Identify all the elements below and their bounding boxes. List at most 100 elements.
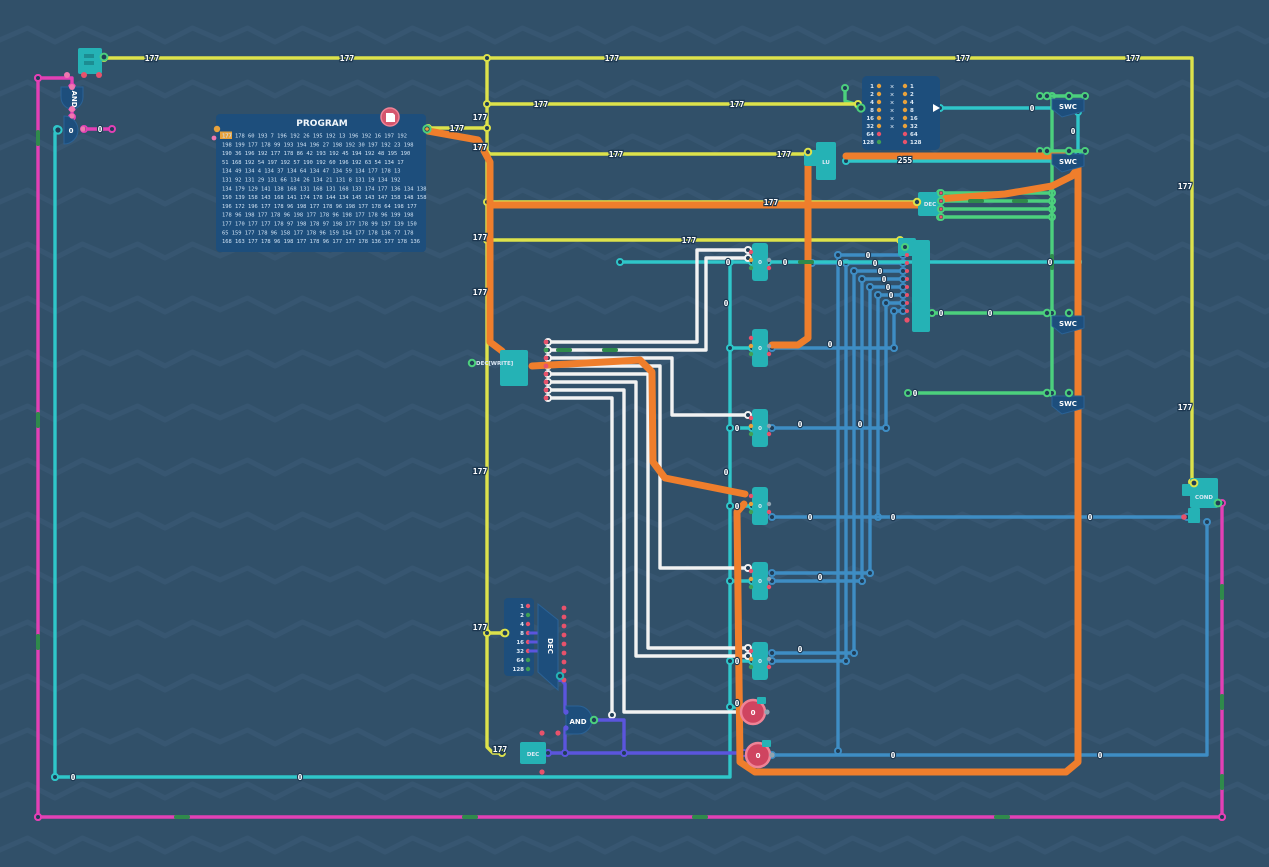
wire-node[interactable] [850, 267, 858, 275]
wire-node[interactable] [555, 671, 565, 681]
register-1[interactable]: 0 [748, 243, 772, 281]
wire-node[interactable] [589, 715, 599, 725]
wire-node[interactable] [1042, 91, 1052, 101]
splitter-body[interactable] [504, 598, 534, 676]
wire-node[interactable] [1189, 478, 1199, 488]
wire-node[interactable] [1042, 308, 1052, 318]
wire-node[interactable] [53, 125, 63, 135]
wire-node[interactable] [1218, 813, 1226, 821]
wire-node[interactable] [1064, 146, 1074, 156]
wire-node[interactable] [34, 813, 42, 821]
register-body[interactable] [752, 243, 768, 281]
wire-node[interactable] [850, 649, 858, 657]
swc-switch-4[interactable]: SWC [1042, 388, 1085, 415]
register-body[interactable] [752, 642, 768, 680]
wire-node[interactable] [803, 147, 813, 157]
wire-orange[interactable] [768, 154, 812, 349]
wire-node[interactable] [483, 124, 491, 132]
wire-node[interactable] [866, 569, 874, 577]
wire-node[interactable] [1036, 92, 1044, 100]
dec-unit-bottom[interactable]: DEC [520, 730, 561, 775]
register-4[interactable]: 0 [748, 487, 772, 525]
wire-node[interactable] [858, 275, 866, 283]
wire-node[interactable] [890, 307, 898, 315]
register-body[interactable] [752, 562, 768, 600]
wire-node[interactable] [1203, 518, 1211, 526]
and-gate-bottom[interactable]: AND [563, 705, 599, 735]
wire-node[interactable] [768, 649, 776, 657]
output-circle-2[interactable]: 0 [744, 740, 775, 769]
wire-node[interactable] [726, 657, 734, 665]
wire-node[interactable] [1042, 388, 1052, 398]
wire-node[interactable] [483, 100, 491, 108]
wire-white[interactable] [546, 356, 750, 417]
wire-white[interactable] [546, 388, 742, 714]
wire-purple[interactable] [592, 718, 626, 755]
register-2[interactable]: 0 [748, 329, 772, 367]
lu-unit[interactable]: LU [803, 142, 836, 180]
wire-node[interactable] [1213, 498, 1223, 508]
wire-white[interactable] [546, 380, 750, 658]
wire-node[interactable] [1064, 91, 1074, 101]
lu-body[interactable] [816, 142, 836, 180]
wire-node[interactable] [834, 251, 842, 259]
wire-node[interactable] [608, 711, 616, 719]
wire-node[interactable] [498, 749, 506, 757]
wire-orange[interactable] [733, 164, 1082, 776]
wire-node[interactable] [904, 389, 912, 397]
dec-body[interactable] [520, 742, 546, 764]
teal-strip-unit[interactable] [898, 238, 930, 332]
cond-tab-bottom[interactable] [1188, 508, 1200, 523]
wire-node[interactable] [467, 358, 477, 368]
swc-switch-3[interactable]: SWC [1042, 308, 1085, 335]
wire-node[interactable] [882, 299, 890, 307]
half-adder-node[interactable]: 0 [53, 113, 86, 145]
wire-node[interactable] [726, 577, 734, 585]
wire-node[interactable] [901, 243, 909, 251]
wire-orange[interactable] [486, 201, 506, 355]
register-5[interactable]: 0 [748, 562, 772, 600]
wire-node[interactable] [912, 197, 922, 207]
wire-node[interactable] [620, 749, 628, 757]
register-body[interactable] [752, 487, 768, 525]
wire-node[interactable] [866, 283, 874, 291]
wire-node[interactable] [1064, 388, 1074, 398]
wire-node[interactable] [1064, 308, 1074, 318]
wire-node[interactable] [483, 629, 491, 637]
wire-node[interactable] [500, 628, 510, 638]
wire-node[interactable] [726, 424, 734, 432]
wire-yellow[interactable] [102, 56, 1194, 484]
register-body[interactable] [752, 329, 768, 367]
wire-node[interactable] [51, 773, 59, 781]
wire-node[interactable] [834, 747, 842, 755]
dec-body[interactable] [918, 192, 942, 216]
wire-node[interactable] [841, 84, 849, 92]
wire-node[interactable] [890, 344, 898, 352]
wire-cyan[interactable] [53, 705, 743, 779]
wire-node[interactable] [768, 569, 776, 577]
wire-node[interactable] [726, 502, 734, 510]
wire-node[interactable] [483, 54, 491, 62]
byte-io-body[interactable] [862, 76, 940, 150]
wire-node[interactable] [768, 513, 776, 521]
wire-node[interactable] [1042, 146, 1052, 156]
wire-node[interactable] [99, 52, 109, 62]
cond-tab-left[interactable] [1182, 484, 1194, 496]
wire-orange[interactable] [528, 356, 749, 498]
swc-switch-2[interactable]: SWC [1042, 146, 1085, 173]
wire-orange[interactable] [934, 164, 1082, 203]
wire-node[interactable] [726, 703, 734, 711]
wire-node[interactable] [882, 424, 890, 432]
wire-node[interactable] [1081, 147, 1089, 155]
program-save-button[interactable] [380, 107, 400, 127]
program-body[interactable] [216, 114, 426, 252]
wire-cyan[interactable] [53, 127, 59, 779]
register-6[interactable]: 0 [748, 642, 772, 680]
swc-switch-1[interactable]: SWC [1042, 91, 1085, 118]
wire-node[interactable] [842, 657, 850, 665]
